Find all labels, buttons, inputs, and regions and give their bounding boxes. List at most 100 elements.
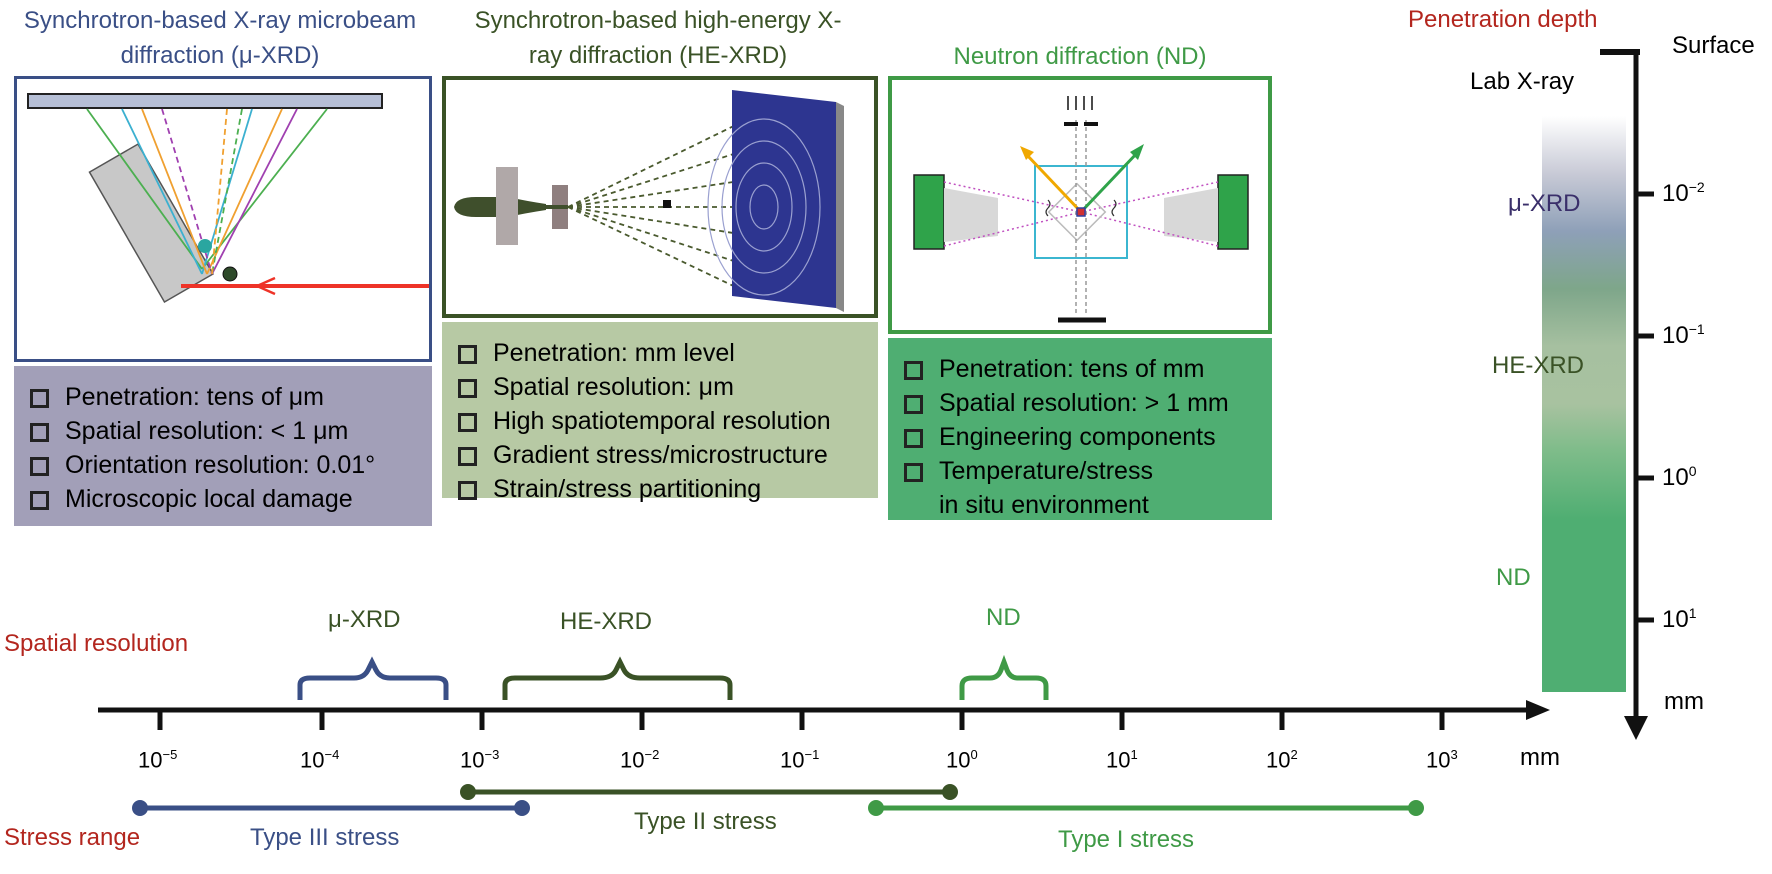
tick-exp: 0	[970, 747, 978, 762]
uxrd-schematic	[27, 93, 429, 304]
tick-base: 10	[1662, 464, 1689, 491]
tick-base: 10	[1662, 606, 1689, 633]
tick-base: 10	[946, 747, 971, 773]
list-item: Orientation resolution: 0.01°	[30, 448, 432, 482]
spatial-nd-label: ND	[986, 604, 1021, 631]
spatial-tick-label: 10−1	[780, 748, 819, 771]
tick-exp: −3	[484, 747, 500, 762]
spatial-uxrd-label: μ-XRD	[328, 606, 401, 633]
checkbox-icon	[30, 423, 49, 442]
list-item: Engineering components	[904, 420, 1272, 454]
tick-exp: 1	[1130, 747, 1138, 762]
feature-label: Strain/stress partitioning	[493, 475, 762, 503]
lab-xray-label: Lab X-ray	[1470, 68, 1575, 95]
uxrd-features: Penetration: tens of μm Spatial resoluti…	[14, 366, 432, 526]
feature-label: in situ environment	[939, 491, 1149, 519]
feature-label: High spatiotemporal resolution	[493, 407, 831, 435]
depth-unit-label: mm	[1664, 688, 1704, 715]
spatial-tick-label: 103	[1426, 748, 1458, 771]
checkbox-icon	[904, 463, 923, 482]
tick-base: 10	[460, 747, 485, 773]
feature-label: Penetration: mm level	[493, 339, 735, 367]
tick-exp: −2	[1688, 179, 1705, 195]
checkbox-icon	[30, 491, 49, 510]
spatial-tick-label: 10−5	[138, 748, 177, 771]
tick-base: 10	[1426, 747, 1451, 773]
nd-diagram	[888, 76, 1272, 334]
tick-base: 10	[780, 747, 805, 773]
stress-type3-label: Type III stress	[250, 824, 400, 851]
uxrd-diagram	[14, 76, 432, 362]
checkbox-icon	[458, 481, 477, 500]
list-item: Penetration: tens of mm	[904, 352, 1272, 386]
nd-features: Penetration: tens of mm Spatial resoluti…	[888, 338, 1272, 520]
depth-hexrd-label: HE-XRD	[1492, 352, 1585, 379]
depth-tick-label: 101	[1662, 606, 1697, 632]
spatial-axis	[98, 654, 1550, 730]
depth-nd-label: ND	[1496, 564, 1531, 591]
stress-type1-label: Type I stress	[1058, 826, 1195, 853]
stress-ranges	[132, 784, 1424, 816]
list-item: Penetration: tens of μm	[30, 380, 432, 414]
checkbox-icon	[30, 389, 49, 408]
spatial-resolution-title: Spatial resolution	[4, 630, 189, 657]
feature-label: Penetration: tens of mm	[939, 355, 1205, 383]
penetration-depth-title: Penetration depth	[1408, 6, 1598, 33]
spatial-tick-label: 10−3	[460, 748, 499, 771]
stress-range-title: Stress range	[4, 824, 141, 851]
checkbox-icon	[904, 429, 923, 448]
tick-base: 10	[300, 747, 325, 773]
nd-title: Neutron diffraction (ND)	[953, 43, 1207, 70]
hexrd-schematic	[454, 90, 844, 312]
hexrd-title: Synchrotron-based high-energy X-ray diff…	[474, 7, 842, 69]
checkbox-icon	[458, 413, 477, 432]
nd-schematic	[913, 96, 1249, 323]
checkbox-icon	[458, 379, 477, 398]
depth-tick-label: 10−2	[1662, 180, 1705, 206]
depth-uxrd-label: μ-XRD	[1508, 190, 1581, 217]
list-item: Strain/stress partitioning	[458, 472, 878, 506]
spatial-tick-label: 100	[946, 748, 978, 771]
feature-label: Spatial resolution: < 1 μm	[65, 417, 349, 445]
tick-exp: 0	[1688, 463, 1697, 479]
tick-base: 10	[1662, 322, 1689, 349]
checkbox-icon	[904, 361, 923, 380]
tick-exp: −4	[324, 747, 340, 762]
list-item: Spatial resolution: μm	[458, 370, 878, 404]
stress-type2-label: Type II stress	[634, 808, 777, 835]
tick-exp: 3	[1450, 747, 1458, 762]
spatial-hexrd-label: HE-XRD	[560, 608, 653, 635]
depth-gradient-bar	[1542, 116, 1626, 692]
tick-exp: 2	[1290, 747, 1298, 762]
list-item: Temperature/stress	[904, 454, 1272, 488]
tick-base: 10	[1662, 180, 1689, 207]
feature-label: Orientation resolution: 0.01°	[65, 451, 376, 479]
tick-base: 10	[138, 747, 163, 773]
spatial-tick-label: 10−4	[300, 748, 339, 771]
list-item: Spatial resolution: > 1 mm	[904, 386, 1272, 420]
list-item: Gradient stress/microstructure	[458, 438, 878, 472]
feature-label: Gradient stress/microstructure	[493, 441, 828, 469]
list-item: High spatiotemporal resolution	[458, 404, 878, 438]
tick-base: 10	[1266, 747, 1291, 773]
spatial-tick-label: 10−2	[620, 748, 659, 771]
list-item: Penetration: mm level	[458, 336, 878, 370]
checkbox-icon	[30, 457, 49, 476]
spatial-tick-label: 102	[1266, 748, 1298, 771]
list-item: Microscopic local damage	[30, 482, 432, 516]
list-item: Spatial resolution: < 1 μm	[30, 414, 432, 448]
hexrd-diagram	[442, 76, 878, 318]
tick-exp: 1	[1688, 605, 1697, 621]
tick-base: 10	[620, 747, 645, 773]
feature-label: Spatial resolution: μm	[493, 373, 734, 401]
surface-label: Surface	[1672, 32, 1755, 59]
hexrd-features: Penetration: mm level Spatial resolution…	[442, 322, 878, 503]
checkbox-icon	[458, 447, 477, 466]
depth-tick-label: 100	[1662, 464, 1697, 490]
feature-label: Microscopic local damage	[65, 485, 353, 513]
checkbox-icon	[458, 345, 477, 364]
list-item: in situ environment	[904, 488, 1272, 522]
tick-exp: −1	[804, 747, 820, 762]
uxrd-title: Synchrotron-based X-ray microbeam diffra…	[23, 7, 417, 69]
depth-tick-label: 10−1	[1662, 322, 1705, 348]
